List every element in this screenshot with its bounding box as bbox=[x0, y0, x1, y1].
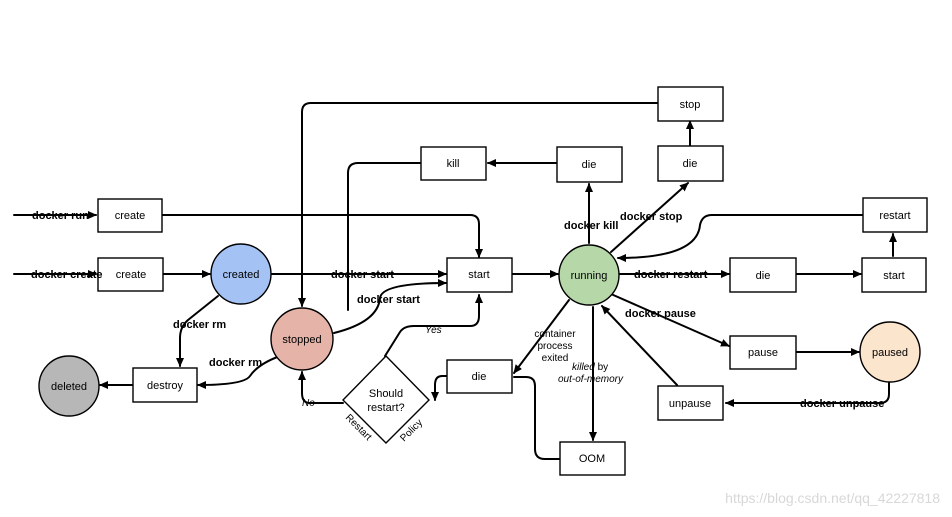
event-oom: OOM bbox=[559, 441, 626, 476]
label-docker-start-2: docker start bbox=[357, 294, 420, 306]
edge-create-to-start bbox=[161, 214, 483, 258]
label-docker-stop: docker stop bbox=[620, 211, 683, 223]
decision-yes-label: Yes bbox=[425, 325, 442, 336]
edge-stopped-to-destroy bbox=[197, 355, 281, 389]
state-stopped: stopped bbox=[270, 307, 334, 371]
svg-text:die: die bbox=[756, 270, 771, 282]
svg-text:deleted: deleted bbox=[51, 381, 87, 393]
svg-text:paused: paused bbox=[872, 347, 908, 359]
event-create-top: create bbox=[97, 198, 163, 233]
note-container-exited-line2: process bbox=[537, 341, 572, 352]
svg-text:create: create bbox=[115, 210, 146, 222]
edge-running-to-die-stop bbox=[610, 182, 689, 253]
note-container-exited-line1: container bbox=[534, 329, 576, 340]
label-docker-rm-2: docker rm bbox=[209, 357, 262, 369]
decision-no-label: No bbox=[302, 398, 315, 409]
svg-text:destroy: destroy bbox=[147, 380, 184, 392]
connectors bbox=[13, 102, 897, 460]
svg-text:start: start bbox=[468, 269, 489, 281]
event-destroy: destroy bbox=[132, 367, 198, 403]
state-created: created bbox=[210, 243, 272, 305]
event-pause: pause bbox=[729, 335, 797, 370]
edge-die-to-decision bbox=[431, 375, 447, 401]
svg-text:OOM: OOM bbox=[579, 453, 605, 465]
svg-text:die: die bbox=[582, 159, 597, 171]
svg-text:create: create bbox=[116, 269, 147, 281]
event-die-kill: die bbox=[556, 146, 623, 183]
label-docker-restart: docker restart bbox=[634, 269, 708, 281]
edge-decision-yes-to-start bbox=[384, 294, 483, 357]
label-docker-create: docker create bbox=[31, 269, 103, 281]
svg-text:die: die bbox=[683, 158, 698, 170]
note-container-exited-line3: exited bbox=[542, 353, 569, 364]
svg-text:pause: pause bbox=[748, 347, 778, 359]
edge-stop-to-stopped bbox=[298, 102, 659, 307]
event-start: start bbox=[446, 257, 513, 293]
label-docker-pause: docker pause bbox=[625, 308, 696, 320]
svg-text:unpause: unpause bbox=[669, 398, 711, 410]
svg-text:restart: restart bbox=[879, 210, 910, 222]
svg-text:start: start bbox=[883, 270, 904, 282]
svg-text:running: running bbox=[571, 270, 608, 282]
decision-should-restart: Should restart? bbox=[342, 354, 430, 444]
edge-decision-no-to-stopped bbox=[298, 371, 344, 404]
label-docker-rm: docker rm bbox=[173, 319, 226, 331]
event-die-restart: die bbox=[729, 257, 797, 293]
label-docker-start: docker start bbox=[331, 269, 394, 281]
svg-text:Should: Should bbox=[369, 388, 403, 400]
event-create-mid: create bbox=[97, 257, 164, 292]
edge-oom-to-die bbox=[513, 376, 560, 460]
edge-running-to-pause bbox=[610, 293, 730, 347]
svg-text:restart?: restart? bbox=[367, 402, 404, 414]
label-docker-unpause: docker unpause bbox=[800, 398, 884, 410]
event-kill: kill bbox=[420, 146, 487, 181]
event-restart: restart bbox=[862, 197, 928, 233]
edge-running-to-die-exit bbox=[513, 299, 570, 374]
event-unpause: unpause bbox=[657, 385, 724, 421]
edge-unpause-to-running bbox=[601, 305, 678, 386]
svg-text:stop: stop bbox=[680, 99, 701, 111]
note-killed-by-oom-line2: out-of-memory bbox=[558, 374, 624, 385]
note-killed-by-oom-line1: killed by bbox=[572, 362, 608, 373]
svg-text:created: created bbox=[223, 269, 260, 281]
event-die-exit: die bbox=[446, 359, 513, 394]
edge-stopped-to-start bbox=[333, 279, 447, 334]
event-start-restart: start bbox=[861, 257, 927, 293]
edge-kill-to-stopped bbox=[347, 162, 421, 311]
svg-text:stopped: stopped bbox=[282, 334, 321, 346]
event-stop: stop bbox=[657, 86, 724, 122]
label-docker-run: docker run bbox=[32, 210, 89, 222]
state-paused: paused bbox=[859, 321, 921, 383]
event-die-stop: die bbox=[657, 145, 724, 182]
label-docker-kill: docker kill bbox=[564, 220, 618, 232]
watermark: https://blog.csdn.net/qq_42227818 bbox=[725, 490, 940, 506]
edge-restart-to-running bbox=[617, 214, 863, 262]
state-running: running bbox=[558, 244, 620, 306]
edge-paused-to-unpause bbox=[725, 382, 890, 407]
state-deleted: deleted bbox=[38, 355, 100, 417]
svg-text:die: die bbox=[472, 371, 487, 383]
svg-text:kill: kill bbox=[447, 158, 460, 170]
edge-created-to-destroy bbox=[176, 295, 219, 367]
